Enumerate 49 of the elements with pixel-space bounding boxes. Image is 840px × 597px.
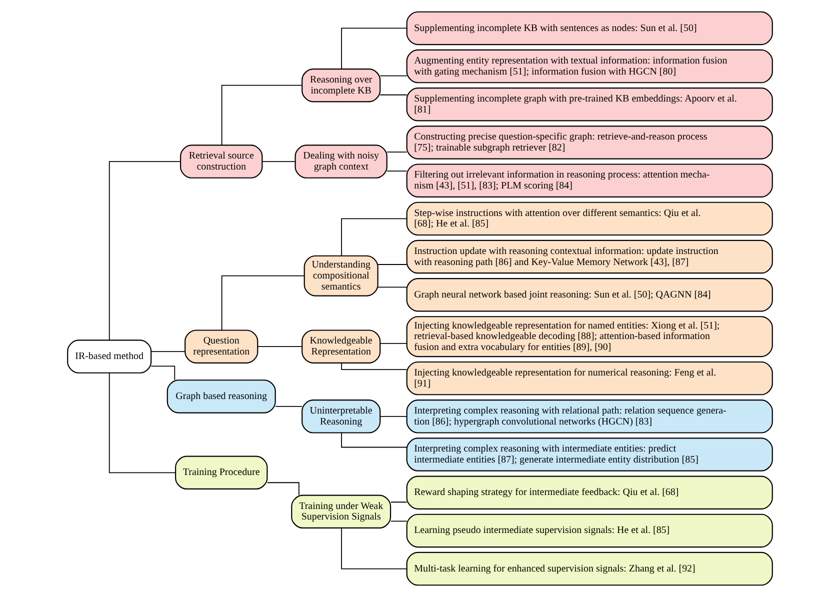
connector <box>341 528 408 570</box>
node-box: Learning pseudo intermediate supervision signals: He et al. [85] <box>406 514 773 548</box>
connector <box>221 84 302 146</box>
node-box: Augmenting entity representation with textual information: information fusion with gating mechanism [51]; information fusion with HGCN [80] <box>406 49 773 84</box>
node-box: Dealing with noisy graph context <box>294 144 388 178</box>
connector <box>390 502 408 503</box>
connector <box>378 264 408 265</box>
node-box: Injecting knowledgeable representation for numerical reasoning: Feng et al. [91] <box>406 361 773 396</box>
connector <box>108 161 181 340</box>
node-box: Reasoning over incomplete KB <box>302 68 381 102</box>
node-box: Interpreting complex reasoning with intermediate entities: predict intermediate entities [87]; generate intermediate entity distribution [85] <box>406 438 773 472</box>
node-box: Constructing precise question-specific graph: retrieve-and-reason process [75]; trainable subgraph retriever [82] <box>406 126 773 160</box>
node-box: Training Procedure <box>175 456 268 490</box>
node-box: Knowledgeable Representation <box>302 330 381 364</box>
node-box: Multi-task learning for enhanced supervision signals: Zhang et al. [92] <box>406 552 773 586</box>
connector <box>341 218 408 256</box>
node-box: Instruction update with reasoning contextual information: update instruction with reasoning path [86] and Key-Value Memory Network [43], [87] <box>406 240 773 274</box>
connector <box>380 342 408 344</box>
connector <box>150 366 176 380</box>
node-box: Retrieval source construction <box>180 144 263 178</box>
connector <box>380 94 408 96</box>
connector <box>341 432 408 448</box>
node-box: Reward shaping strategy for intermediate feedback: Qiu et al. [68] <box>406 476 773 510</box>
node-box: Injecting knowledgeable representation for named entities: Xiong et al. [51]; retrieval-based knowledgeable decoding [88]; attention-based information fusion and extra vocabulary for entities [89], [90] <box>406 316 773 358</box>
node-box: Understanding compositional semantics <box>304 255 378 296</box>
connector <box>390 520 408 522</box>
node-box: IR-based method <box>67 340 152 374</box>
connector <box>262 161 296 162</box>
connector <box>341 28 408 70</box>
node-box: Graph neural network based joint reasoning: Sun et al. [50]; QAGNN [84] <box>406 278 773 312</box>
node-box: Uninterpretable Reasoning <box>302 400 381 434</box>
connector <box>378 286 408 288</box>
connector <box>380 416 408 417</box>
node-box: Supplementing incomplete KB with sentences as nodes: Sun et al. [50] <box>406 11 773 46</box>
node-box: Question representation <box>184 330 258 364</box>
connector <box>275 406 302 407</box>
node-box: Step-wise instructions with attention over different semantics: Qiu et al. [68]; He et al. [85] <box>406 202 773 236</box>
connector <box>341 362 408 370</box>
node-box: Interpreting complex reasoning with relational path: relation sequence genera- tion [86]; hypergraph convolutional networks (HGCN) [83] <box>406 400 773 434</box>
node-box: Graph based reasoning <box>166 380 276 414</box>
node-box: Training under Weak Supervision Signals <box>291 494 392 529</box>
connector <box>386 170 408 172</box>
connector <box>257 346 302 348</box>
node-box: Supplementing incomplete graph with pre-trained KB embeddings: Apoorv et al. [81] <box>406 88 773 122</box>
connector <box>108 372 176 474</box>
connector <box>221 275 305 331</box>
connector <box>150 351 186 352</box>
node-box: Filtering out irrelevant information in reasoning process: attention mecha- nism [43], [51], [83]; PLM scoring [84] <box>406 164 773 198</box>
connector <box>380 75 408 76</box>
